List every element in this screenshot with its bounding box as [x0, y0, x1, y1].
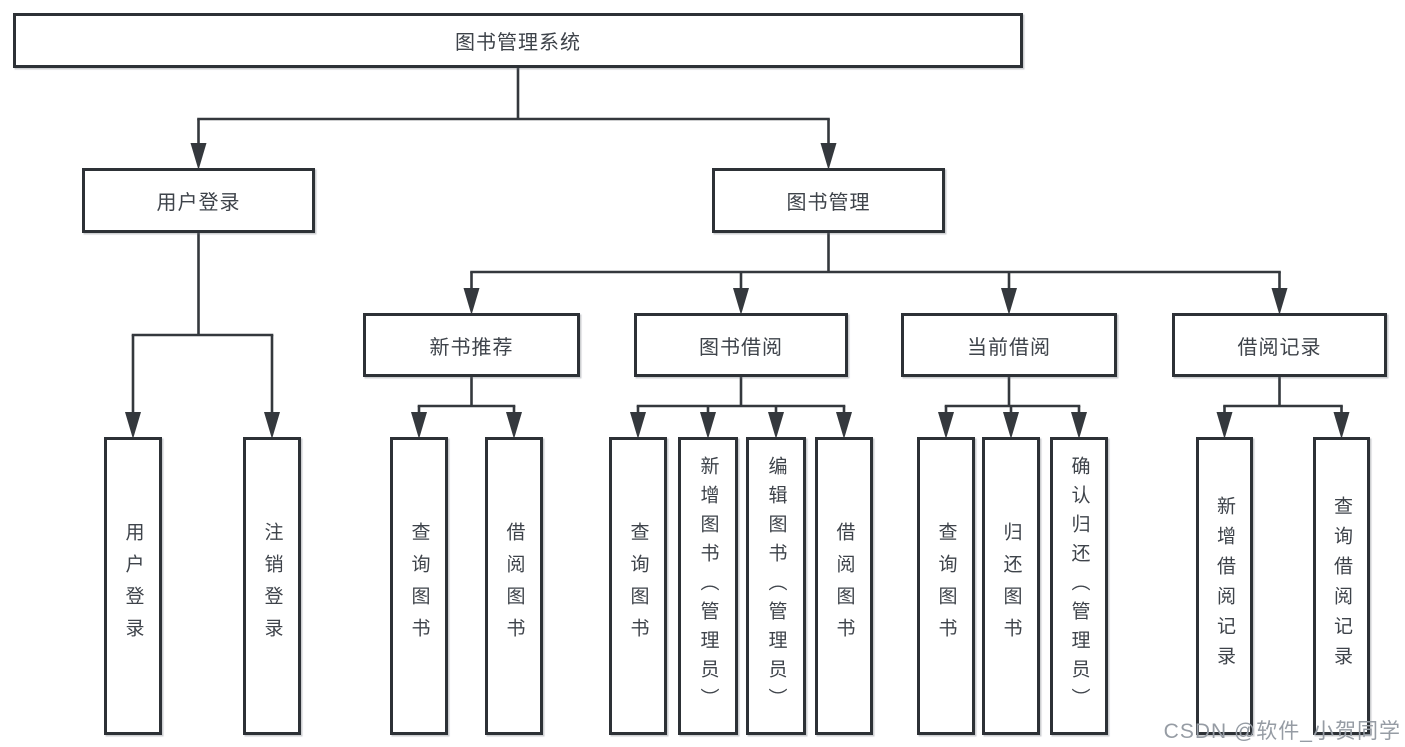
node-label: 编辑图书（管理员） — [765, 455, 787, 717]
node-label: 用户登录 — [122, 522, 144, 650]
node-query-borrow-record-leaf: 查询借阅记录 — [1313, 437, 1370, 735]
node-label: 新增图书（管理员） — [697, 455, 719, 717]
arrowhead-icon — [411, 412, 427, 439]
node-user-login-leaf: 用户登录 — [104, 437, 162, 735]
node-library-management-system: 图书管理系统 — [13, 13, 1023, 68]
arrowhead-icon — [630, 412, 646, 439]
node-new-book-recommendation: 新书推荐 — [363, 313, 580, 377]
node-add-book-admin-leaf: 新增图书（管理员） — [678, 437, 738, 735]
node-label: 归还图书 — [1000, 522, 1022, 650]
node-label: 图书管理 — [786, 192, 871, 214]
arrowhead-icon — [1003, 412, 1019, 439]
arrowhead-icon — [1001, 288, 1017, 315]
node-label: 当前借阅 — [967, 336, 1051, 359]
node-add-borrow-record-leaf: 新增借阅记录 — [1196, 437, 1253, 735]
node-borrow-books-leaf-2: 借阅图书 — [815, 437, 873, 735]
node-current-borrowing: 当前借阅 — [901, 313, 1117, 377]
arrowhead-icon — [1333, 412, 1350, 439]
node-book-management: 图书管理 — [712, 168, 945, 233]
node-borrow-books-leaf: 借阅图书 — [485, 437, 543, 735]
node-return-books-leaf: 归还图书 — [982, 437, 1040, 735]
arrowhead-icon — [768, 412, 784, 439]
node-label: 借阅图书 — [503, 522, 525, 650]
node-label: 借阅记录 — [1237, 336, 1322, 359]
node-label: 图书管理系统 — [455, 32, 581, 54]
arrowhead-icon — [463, 288, 480, 315]
node-user-login: 用户登录 — [82, 168, 315, 233]
node-query-books-leaf-2: 查询图书 — [609, 437, 667, 735]
arrowhead-icon — [506, 412, 522, 439]
node-query-books-leaf: 查询图书 — [390, 437, 448, 735]
node-query-books-leaf-3: 查询图书 — [917, 437, 975, 735]
arrowhead-icon — [125, 412, 141, 439]
node-label: 查询图书 — [935, 522, 957, 650]
node-borrowing-records: 借阅记录 — [1172, 313, 1387, 377]
arrowhead-icon — [938, 412, 954, 439]
node-label: 新书推荐 — [429, 336, 514, 359]
arrowhead-icon — [733, 288, 749, 315]
node-label: 确认归还（管理员） — [1068, 455, 1090, 717]
node-edit-book-admin-leaf: 编辑图书（管理员） — [746, 437, 806, 735]
arrowhead-icon — [820, 143, 837, 170]
node-label: 图书借阅 — [699, 336, 783, 359]
node-confirm-return-admin-leaf: 确认归还（管理员） — [1050, 437, 1108, 735]
node-label: 用户登录 — [156, 192, 241, 214]
node-label: 查询图书 — [408, 522, 430, 650]
node-label: 新增借阅记录 — [1214, 496, 1235, 676]
arrowhead-icon — [1216, 412, 1233, 439]
arrowhead-icon — [1071, 412, 1087, 439]
node-label: 查询借阅记录 — [1331, 496, 1352, 676]
node-label: 查询图书 — [627, 522, 649, 650]
arrowhead-icon — [700, 412, 716, 439]
node-logout-leaf: 注销登录 — [243, 437, 301, 735]
node-book-borrowing: 图书借阅 — [634, 313, 848, 377]
arrowhead-icon — [190, 143, 207, 170]
node-label: 借阅图书 — [833, 522, 855, 650]
arrowhead-icon — [264, 412, 280, 439]
arrowhead-icon — [836, 412, 852, 439]
watermark: CSDN @软件_小贺同学 — [1163, 720, 1401, 743]
arrowhead-icon — [1271, 288, 1288, 315]
node-label: 注销登录 — [261, 522, 283, 650]
